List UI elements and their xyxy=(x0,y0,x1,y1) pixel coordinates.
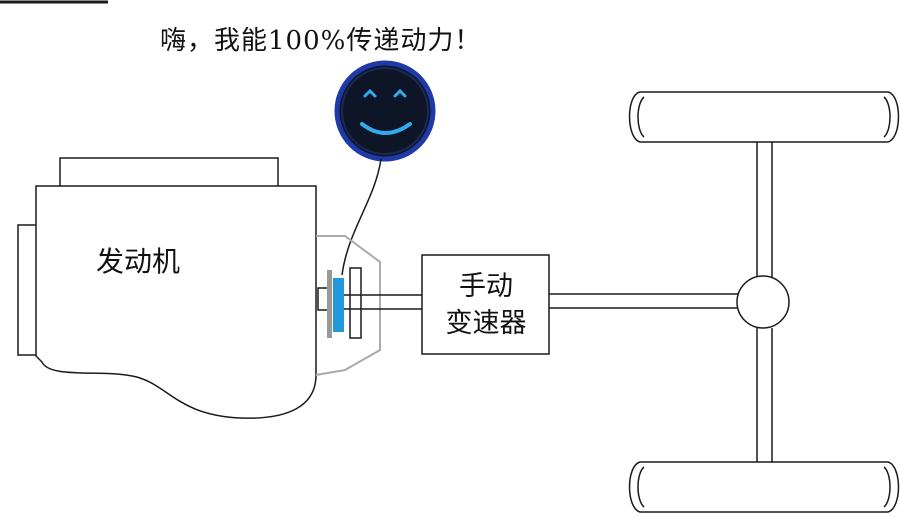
gearbox-label-line1: 手动 xyxy=(459,271,513,302)
drive-shaft xyxy=(549,293,740,309)
speech-bubble-text: 嗨，我能100%传递动力！ xyxy=(160,26,482,56)
gearbox-label: 手动 变速器 xyxy=(424,268,548,342)
wheel-bottom xyxy=(628,461,900,513)
gearbox-label-line2: 变速器 xyxy=(445,308,527,339)
clutch-assembly xyxy=(317,267,362,339)
engine-label: 发动机 xyxy=(96,245,181,278)
axle-bottom xyxy=(756,328,773,465)
gearbox-box xyxy=(421,254,550,355)
pointer-line xyxy=(341,158,382,276)
axle-top xyxy=(756,140,773,278)
engine-block xyxy=(17,157,317,419)
wheel-top xyxy=(628,91,900,143)
differential xyxy=(736,275,790,329)
input-shaft xyxy=(344,294,422,310)
smiley-face-icon xyxy=(334,60,436,162)
clutch-housing xyxy=(315,235,381,376)
